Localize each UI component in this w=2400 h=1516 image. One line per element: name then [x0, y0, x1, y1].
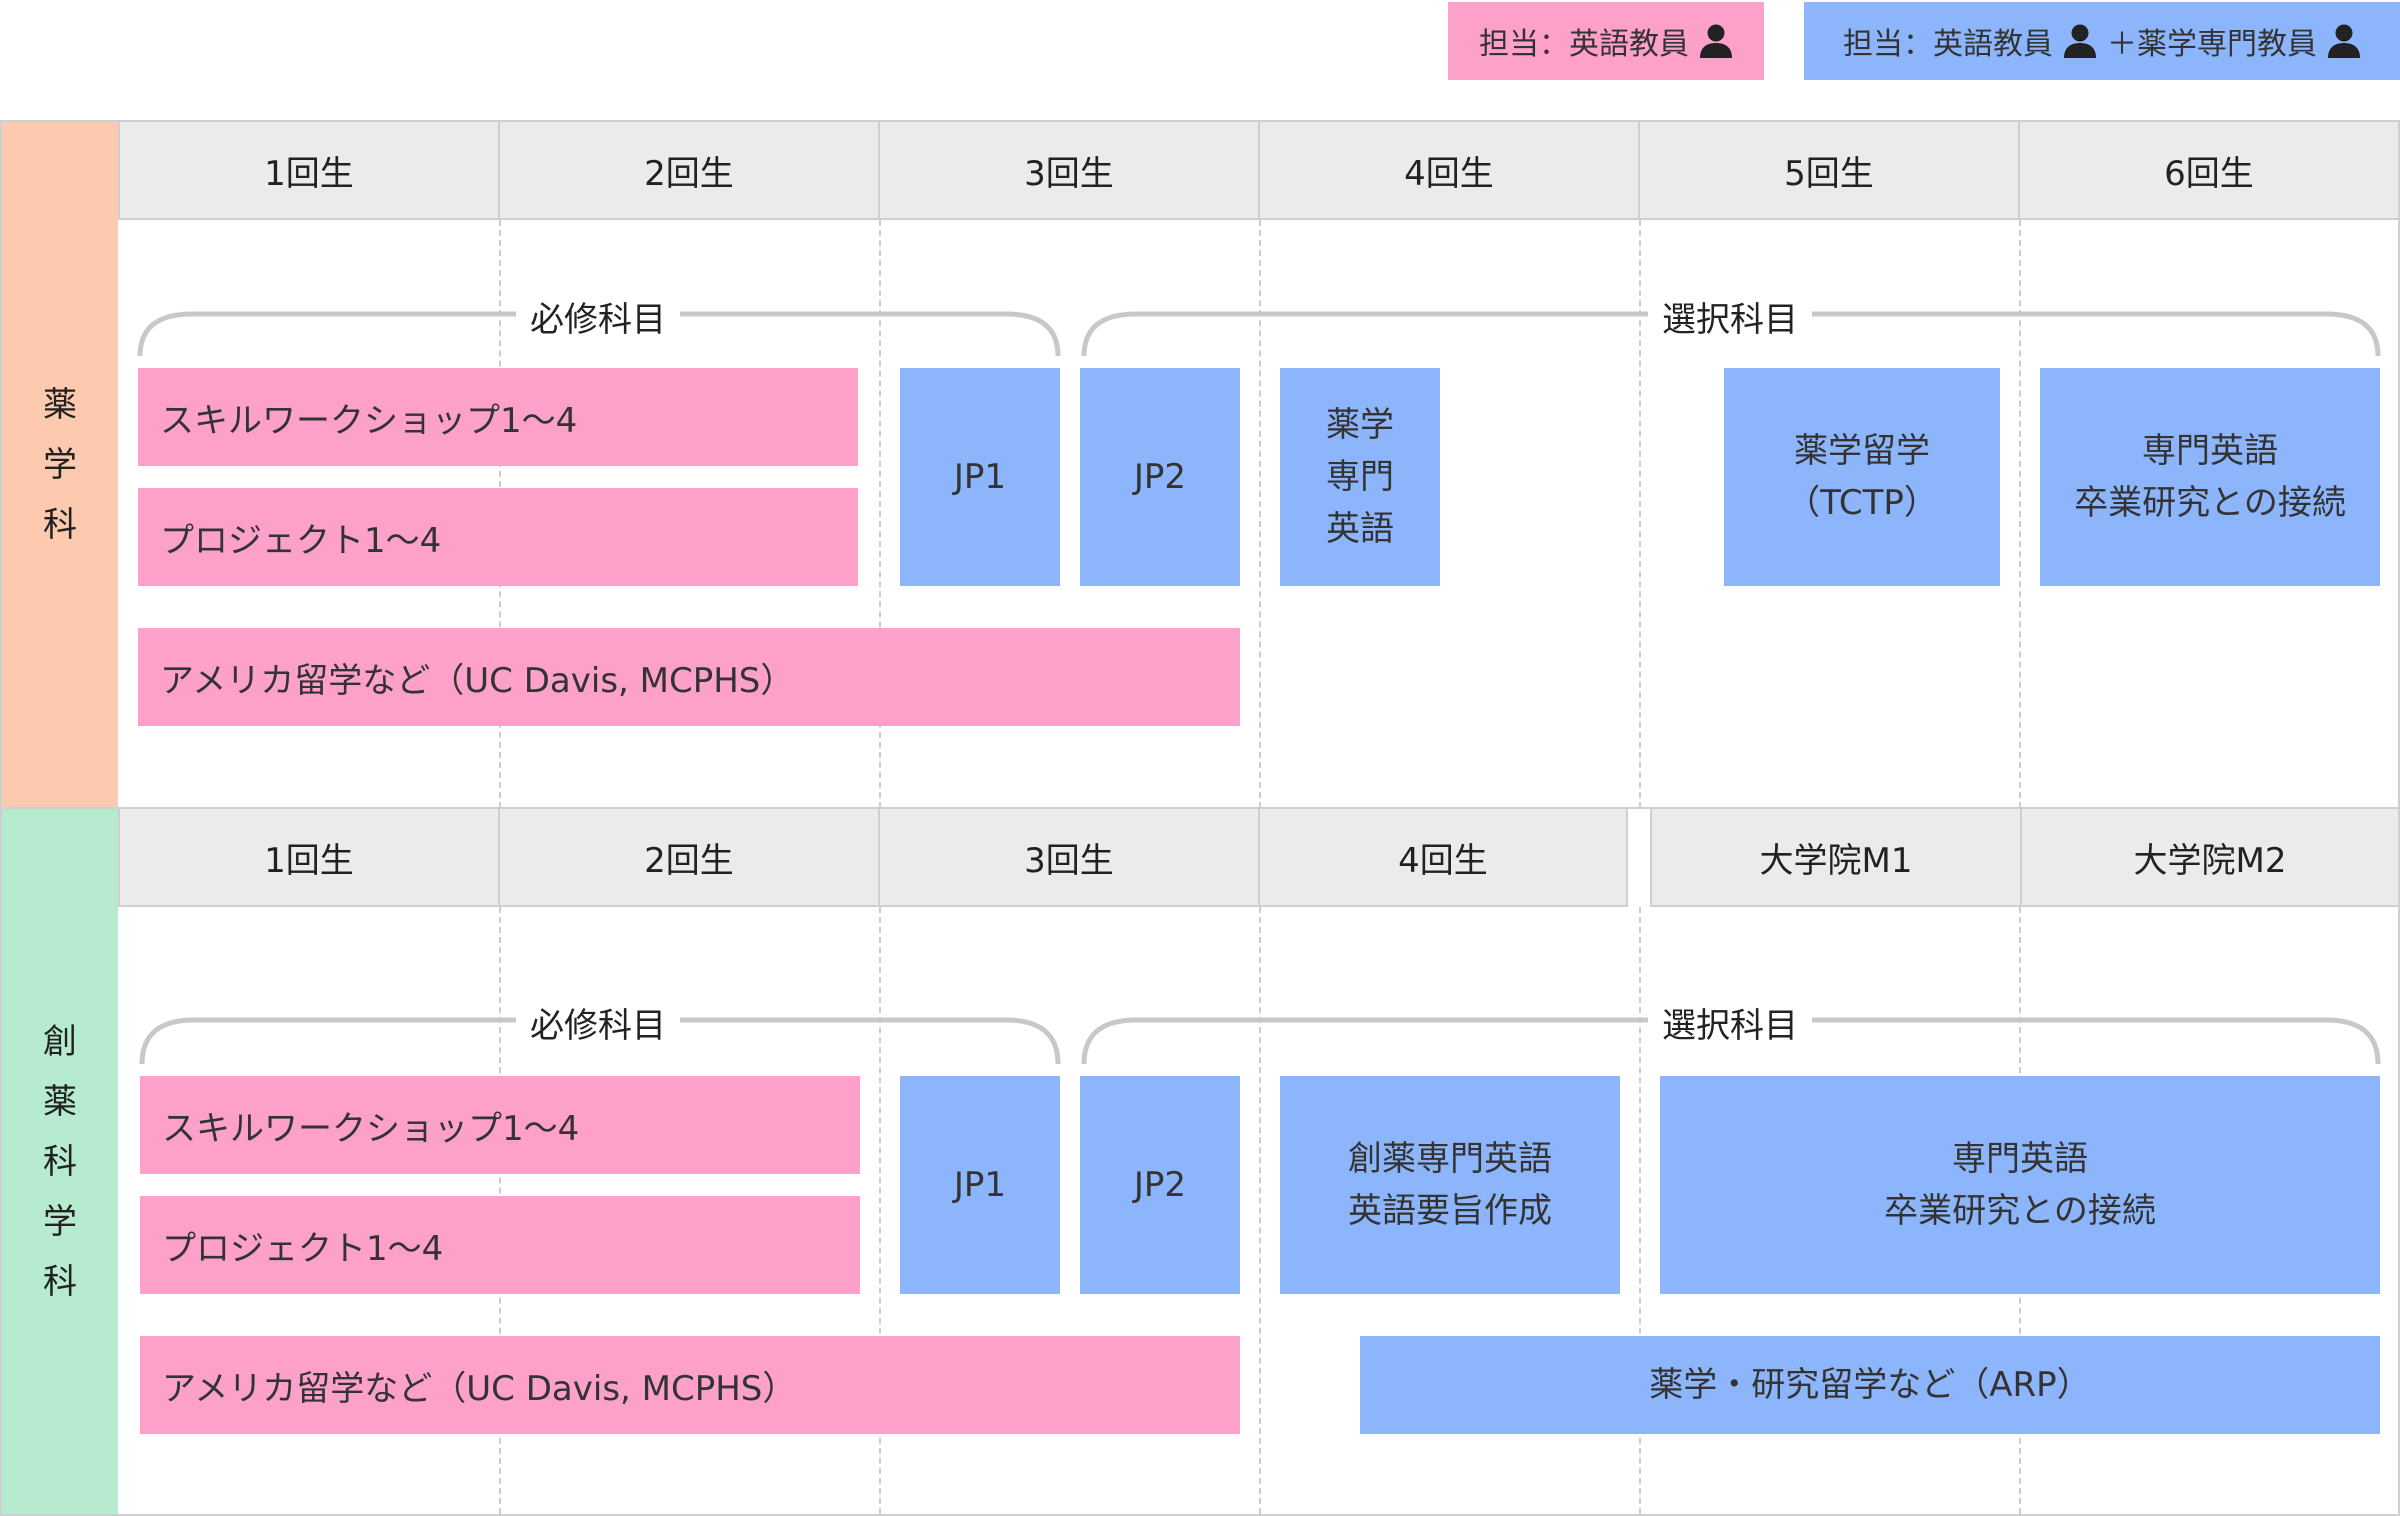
thesis-english-box: 専門英語 卒業研究との接続 — [2040, 368, 2380, 586]
side-label-char: 科 — [43, 1141, 77, 1182]
column-divider — [1639, 220, 1641, 808]
pharmacy-side-label: 薬 学 科 — [2, 122, 118, 807]
side-label-char: 科 — [43, 504, 77, 545]
year-header: 3回生 — [878, 120, 1260, 220]
jp2-box: JP2 — [1080, 1076, 1240, 1294]
required-label: 必修科目 — [516, 292, 680, 341]
column-divider — [879, 907, 881, 1514]
legend-english-plus-label: 担当：英語教員 — [1843, 27, 2053, 62]
project-bar: プロジェクト1〜4 — [138, 488, 858, 586]
side-label-char: 学 — [43, 444, 77, 485]
year-header: 4回生 — [1258, 807, 1628, 907]
project-bar: プロジェクト1〜4 — [140, 1196, 860, 1294]
box-line: 専門英語 — [1952, 1139, 2088, 1179]
legend-english-teacher: 担当：英語教員 — [1448, 2, 1764, 80]
year-header: 大学院M2 — [2020, 807, 2400, 907]
column-divider — [1259, 220, 1261, 808]
skill-workshop-bar: スキルワークショップ1〜4 — [140, 1076, 860, 1174]
year-header: 1回生 — [118, 120, 500, 220]
skill-workshop-bar: スキルワークショップ1〜4 — [138, 368, 858, 466]
box-line: 専門 — [1326, 457, 1394, 497]
column-divider — [879, 220, 881, 808]
box-line: （TCTP） — [1786, 483, 1938, 523]
box-line: 薬学留学 — [1794, 431, 1930, 471]
arp-study-bar: 薬学・研究留学など（ARP） — [1360, 1336, 2380, 1434]
box-line: 創薬専門英語 — [1348, 1139, 1552, 1179]
drug-discovery-side-label: 創 薬 科 学 科 — [2, 809, 118, 1514]
column-divider — [2019, 220, 2021, 808]
box-line: 専門英語 — [2142, 431, 2278, 471]
column-divider — [1639, 907, 1641, 1514]
drug-discovery-english-box: 創薬専門英語 英語要旨作成 — [1280, 1076, 1620, 1294]
year-header: 6回生 — [2018, 120, 2400, 220]
year-header: 1回生 — [118, 807, 500, 907]
person-icon — [2328, 24, 2360, 58]
thesis-english-box: 専門英語 卒業研究との接続 — [1660, 1076, 2380, 1294]
year-header: 2回生 — [498, 807, 880, 907]
column-divider — [1259, 907, 1261, 1514]
side-label-char: 創 — [43, 1021, 77, 1062]
year-header: 2回生 — [498, 120, 880, 220]
side-label-char: 科 — [43, 1261, 77, 1302]
legend-plus-suffix: ＋薬学専門教員 — [2107, 27, 2317, 62]
legend-english-plus-pharmacy: 担当：英語教員 ＋薬学専門教員 — [1804, 2, 2400, 80]
person-icon — [2064, 24, 2096, 58]
box-line: 卒業研究との接続 — [2074, 483, 2346, 523]
side-label-char: 薬 — [43, 384, 77, 425]
box-line: 英語要旨作成 — [1348, 1191, 1552, 1231]
box-line: 薬学 — [1326, 405, 1394, 445]
jp1-box: JP1 — [900, 1076, 1060, 1294]
person-icon — [1700, 24, 1732, 58]
side-label-char: 薬 — [43, 1081, 77, 1122]
jp1-box: JP1 — [900, 368, 1060, 586]
required-label: 必修科目 — [516, 998, 680, 1047]
side-label-char: 学 — [43, 1201, 77, 1242]
jp2-box: JP2 — [1080, 368, 1240, 586]
tctp-box: 薬学留学 （TCTP） — [1724, 368, 2000, 586]
legend-english-label: 担当：英語教員 — [1479, 27, 1689, 62]
elective-label: 選択科目 — [1648, 292, 1812, 341]
year-header: 3回生 — [878, 807, 1260, 907]
elective-label: 選択科目 — [1648, 998, 1812, 1047]
year-header: 5回生 — [1638, 120, 2020, 220]
pharmacy-english-box: 薬学 専門 英語 — [1280, 368, 1440, 586]
box-line: 卒業研究との接続 — [1884, 1191, 2156, 1231]
america-study-bar: アメリカ留学など（UC Davis, MCPHS） — [140, 1336, 1240, 1434]
year-header: 4回生 — [1258, 120, 1640, 220]
year-header: 大学院M1 — [1650, 807, 2022, 907]
america-study-bar: アメリカ留学など（UC Davis, MCPHS） — [138, 628, 1240, 726]
box-line: 英語 — [1326, 509, 1394, 549]
